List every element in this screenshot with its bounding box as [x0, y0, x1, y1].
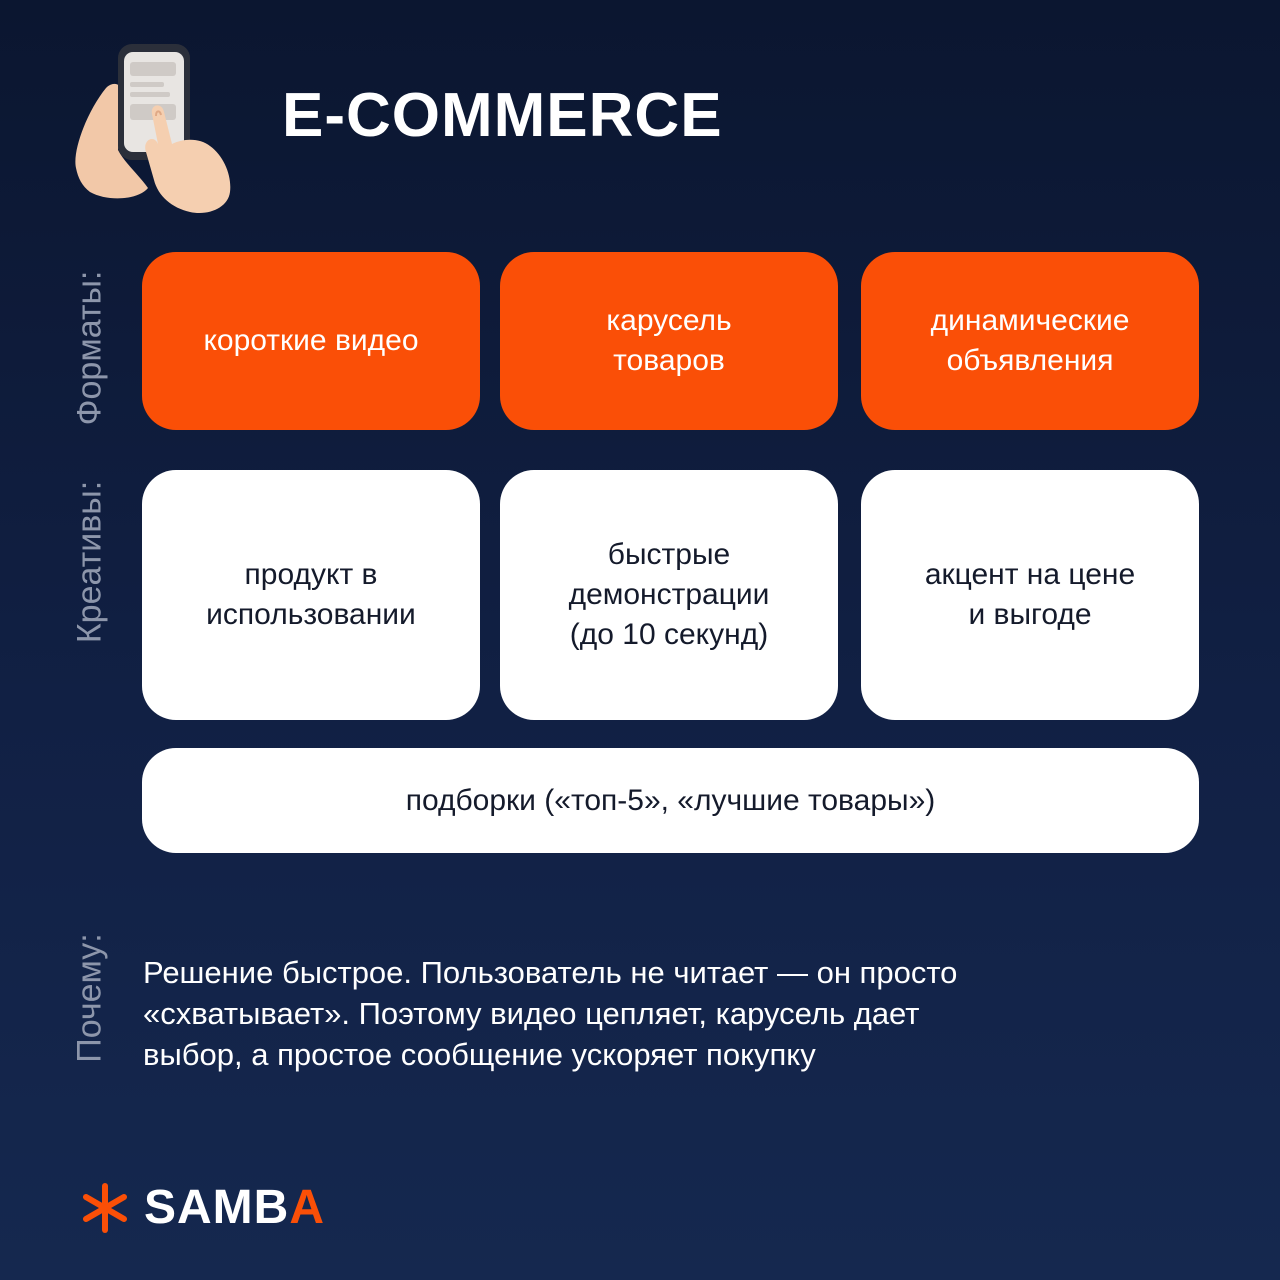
- brand-name-accent: A: [289, 1181, 325, 1234]
- format-card-short-videos: короткие видео: [142, 252, 480, 430]
- why-label: Почему:: [70, 933, 109, 1063]
- creatives-label: Креативы:: [70, 480, 109, 644]
- format-card-dynamic-ads: динамические объявления: [861, 252, 1199, 430]
- brand-logo: SAMBA: [78, 1180, 325, 1236]
- format-card-product-carousel: карусель товаров: [500, 252, 838, 430]
- reason-text: Решение быстрое. Пользователь не читает …: [143, 955, 958, 1072]
- hands-holding-phone-icon: [68, 40, 238, 220]
- creative-card-product-in-use: продукт в использовании: [142, 470, 480, 720]
- creative-card-price-focus: акцент на цене и выгоде: [861, 470, 1199, 720]
- creative-card-collections: подборки («топ-5», «лучшие товары»): [142, 748, 1199, 853]
- creative-card-quick-demos: быстрые демонстрации (до 10 секунд): [500, 470, 838, 720]
- formats-label: Форматы:: [70, 270, 109, 426]
- brand-name-main: SAMB: [144, 1181, 290, 1234]
- brand-name: SAMBA: [144, 1180, 325, 1236]
- asterisk-icon: [83, 1183, 127, 1233]
- page-title: E-COMMERCE: [282, 81, 723, 150]
